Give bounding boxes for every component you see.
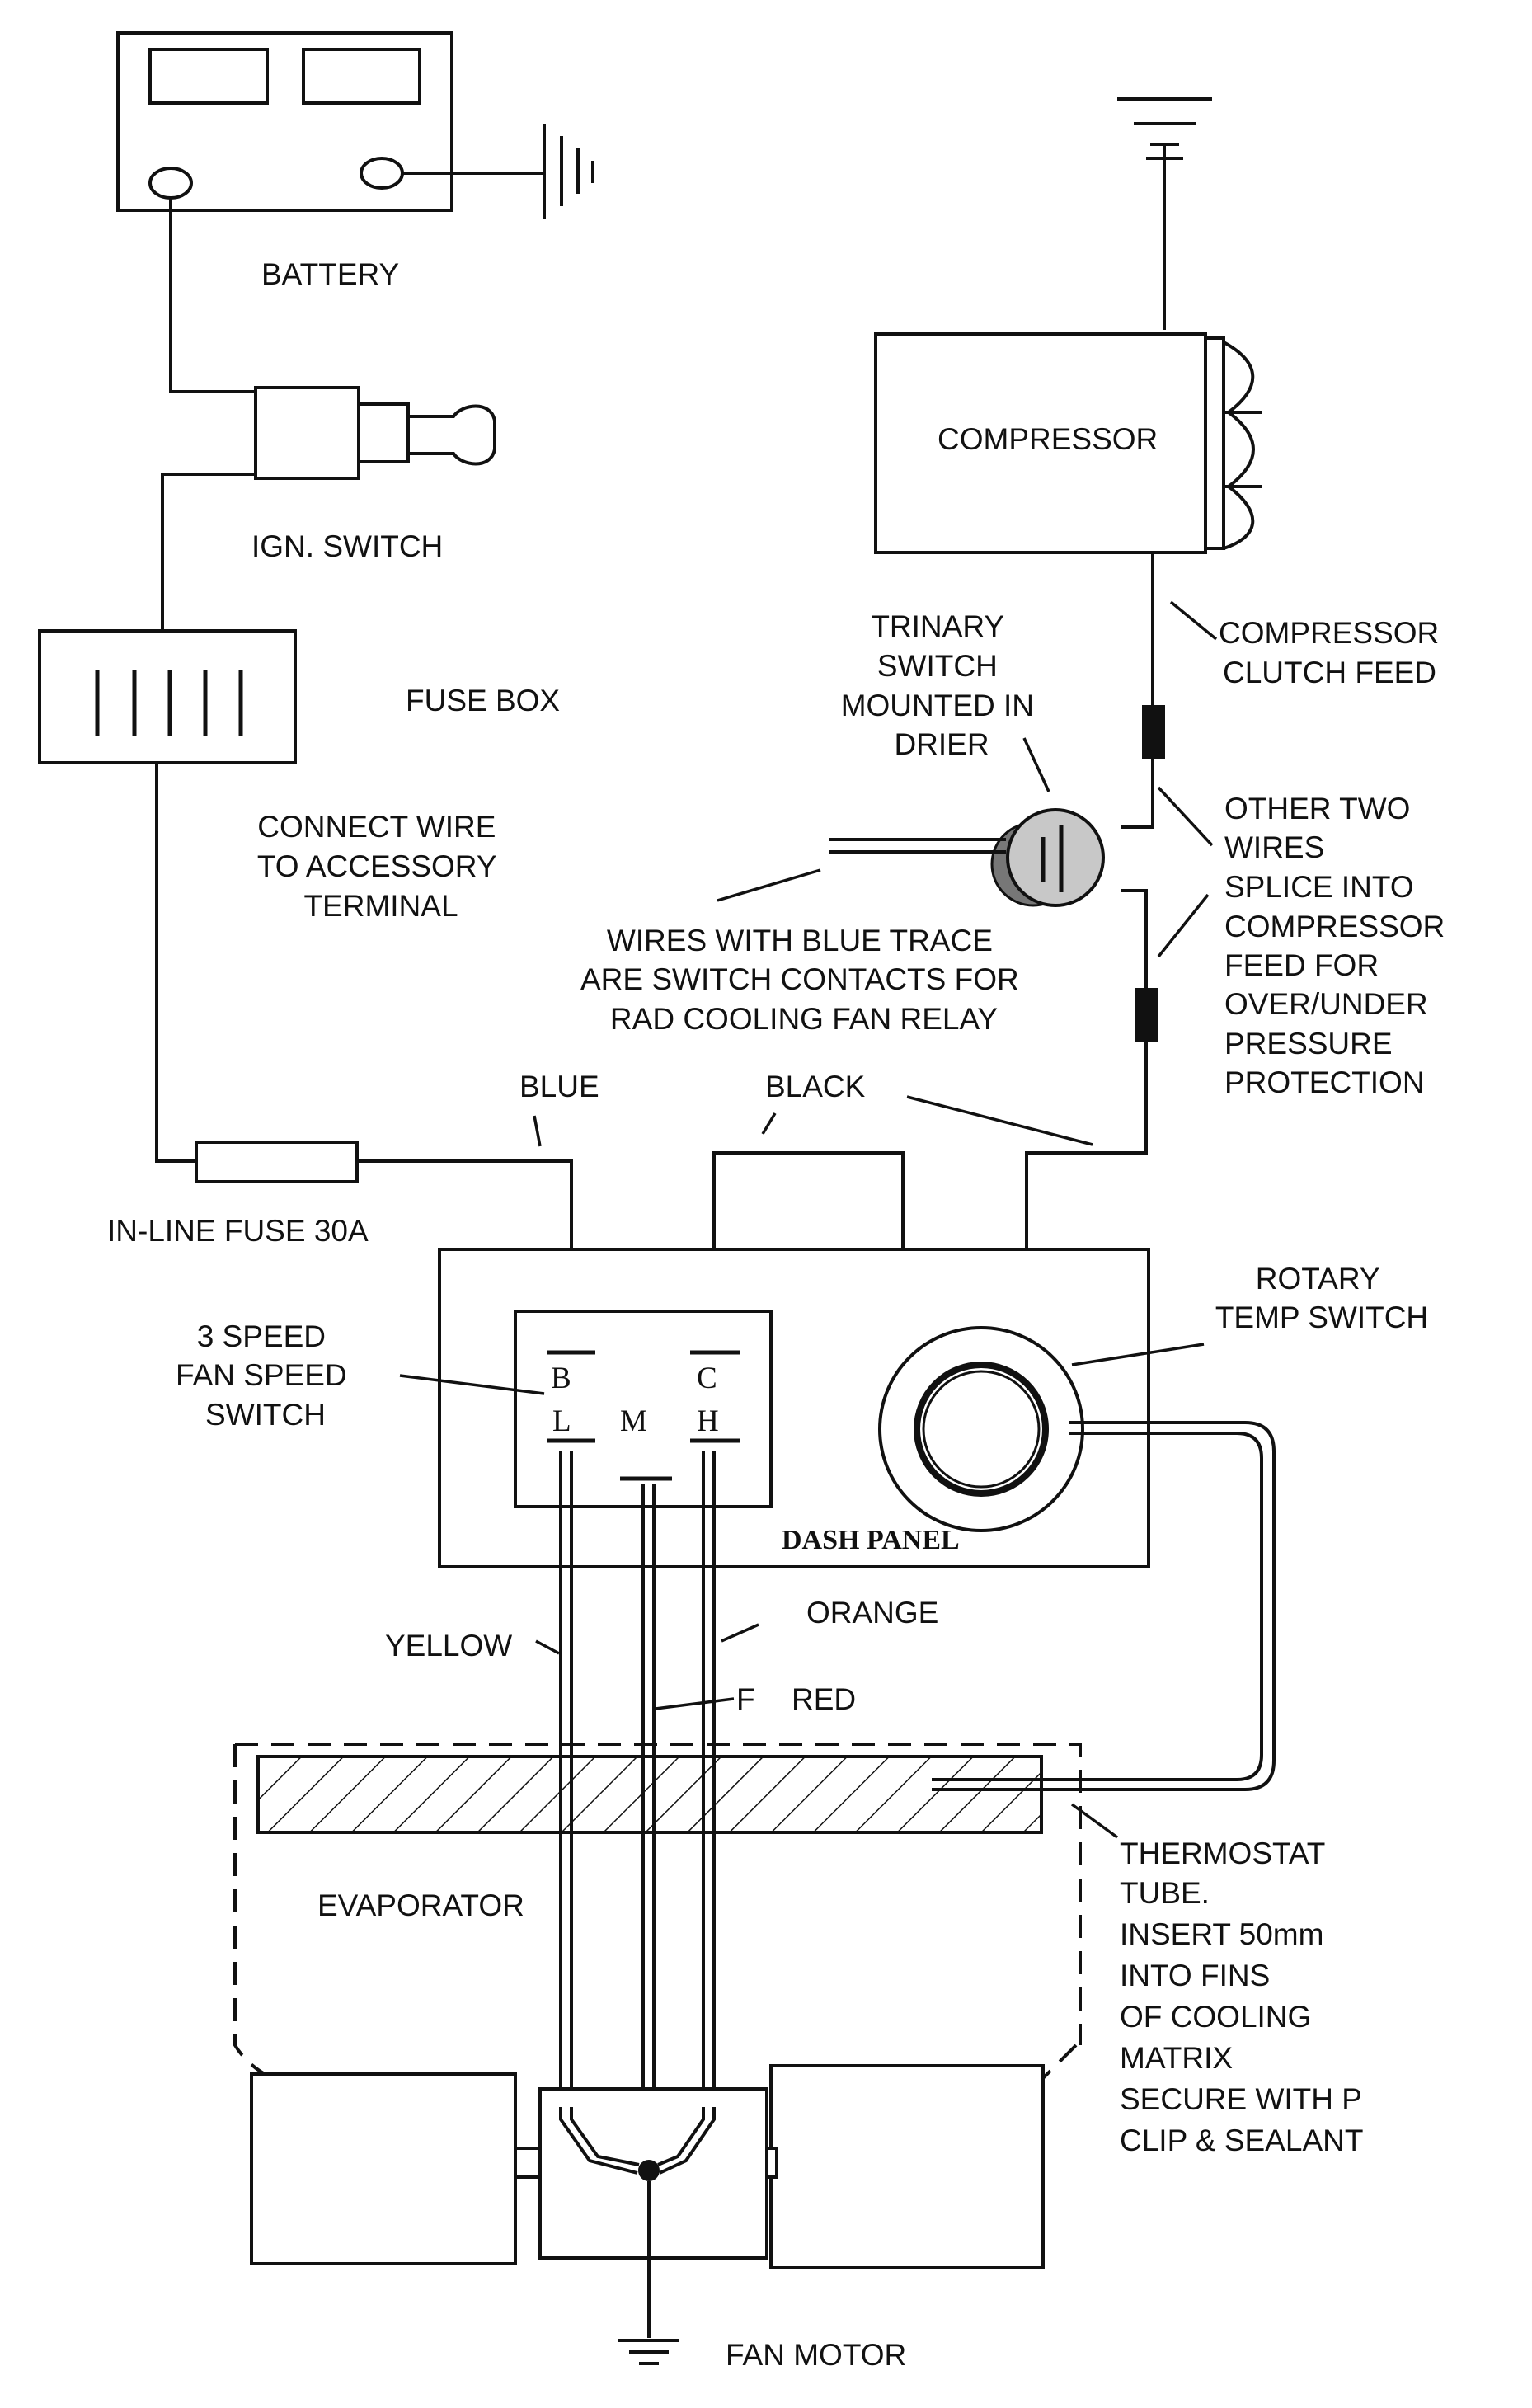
terminal-h: H (697, 1404, 719, 1438)
compressor-label: COMPRESSOR (938, 422, 1158, 456)
inline-fuse-label: IN-LINE FUSE 30A (107, 1214, 369, 1248)
fan-motor-label: FAN MOTOR (726, 2338, 906, 2372)
trinary-switch-label: TRINARY SWITCH MOUNTED IN DRIER (841, 609, 1043, 761)
red-label: RED (792, 1682, 856, 1716)
terminal-c: C (697, 1362, 717, 1395)
rotary-temp-switch-label: ROTARY TEMP SWITCH (1215, 1262, 1428, 1334)
blue-trace-label: WIRES WITH BLUE TRACE ARE SWITCH CONTACT… (580, 924, 1027, 1036)
battery-label: BATTERY (261, 257, 399, 291)
compressor (874, 332, 1262, 554)
trinary-switch (990, 808, 1105, 907)
evaporator-label: EVAPORATOR (317, 1888, 524, 1922)
fuse-box-label: FUSE BOX (406, 684, 560, 717)
blue-trace-wires (829, 838, 1006, 854)
inline-fuse (195, 1141, 359, 1183)
compressor-feed-wire (1025, 553, 1165, 1249)
supply-wire (155, 198, 256, 1163)
fan-speed-switch-label: 3 SPEED FAN SPEED SWITCH (176, 1319, 355, 1432)
orange-label: ORANGE (806, 1596, 938, 1630)
ignition-switch (254, 386, 496, 480)
terminal-m: M (620, 1404, 647, 1438)
red-fragment: F (736, 1682, 755, 1716)
black-label: BLACK (765, 1070, 866, 1103)
connect-wire-label: CONNECT WIRE TO ACCESSORY TERMINAL (257, 810, 505, 923)
cooling-matrix (256, 1755, 1043, 1834)
thermostat-capillary (932, 1421, 1276, 1791)
thermostat-tube-label: THERMOSTAT TUBE. INSERT 50mm INTO FINS O… (1120, 1837, 1370, 2157)
compressor-clutch-feed-label: COMPRESSOR CLUTCH FEED (1219, 616, 1448, 689)
black-wire (712, 1151, 905, 1319)
compressor-ground-icon (1117, 97, 1212, 330)
battery-ground-icon (402, 124, 594, 219)
fuse-box (38, 629, 297, 764)
rotary-temp-switch (878, 1326, 1084, 1532)
blue-label: BLUE (519, 1070, 599, 1103)
ign-switch-label: IGN. SWITCH (251, 529, 443, 563)
fan-motor-ground-icon (618, 2339, 679, 2365)
other-two-wires-label: OTHER TWO WIRES SPLICE INTO COMPRESSOR F… (1224, 792, 1454, 1099)
fan-motor (250, 2064, 1045, 2338)
yellow-label: YELLOW (385, 1629, 512, 1663)
battery (116, 31, 453, 212)
terminal-b: B (551, 1362, 571, 1395)
terminal-l: L (552, 1404, 571, 1438)
dash-panel-label: DASH PANEL (782, 1525, 960, 1555)
